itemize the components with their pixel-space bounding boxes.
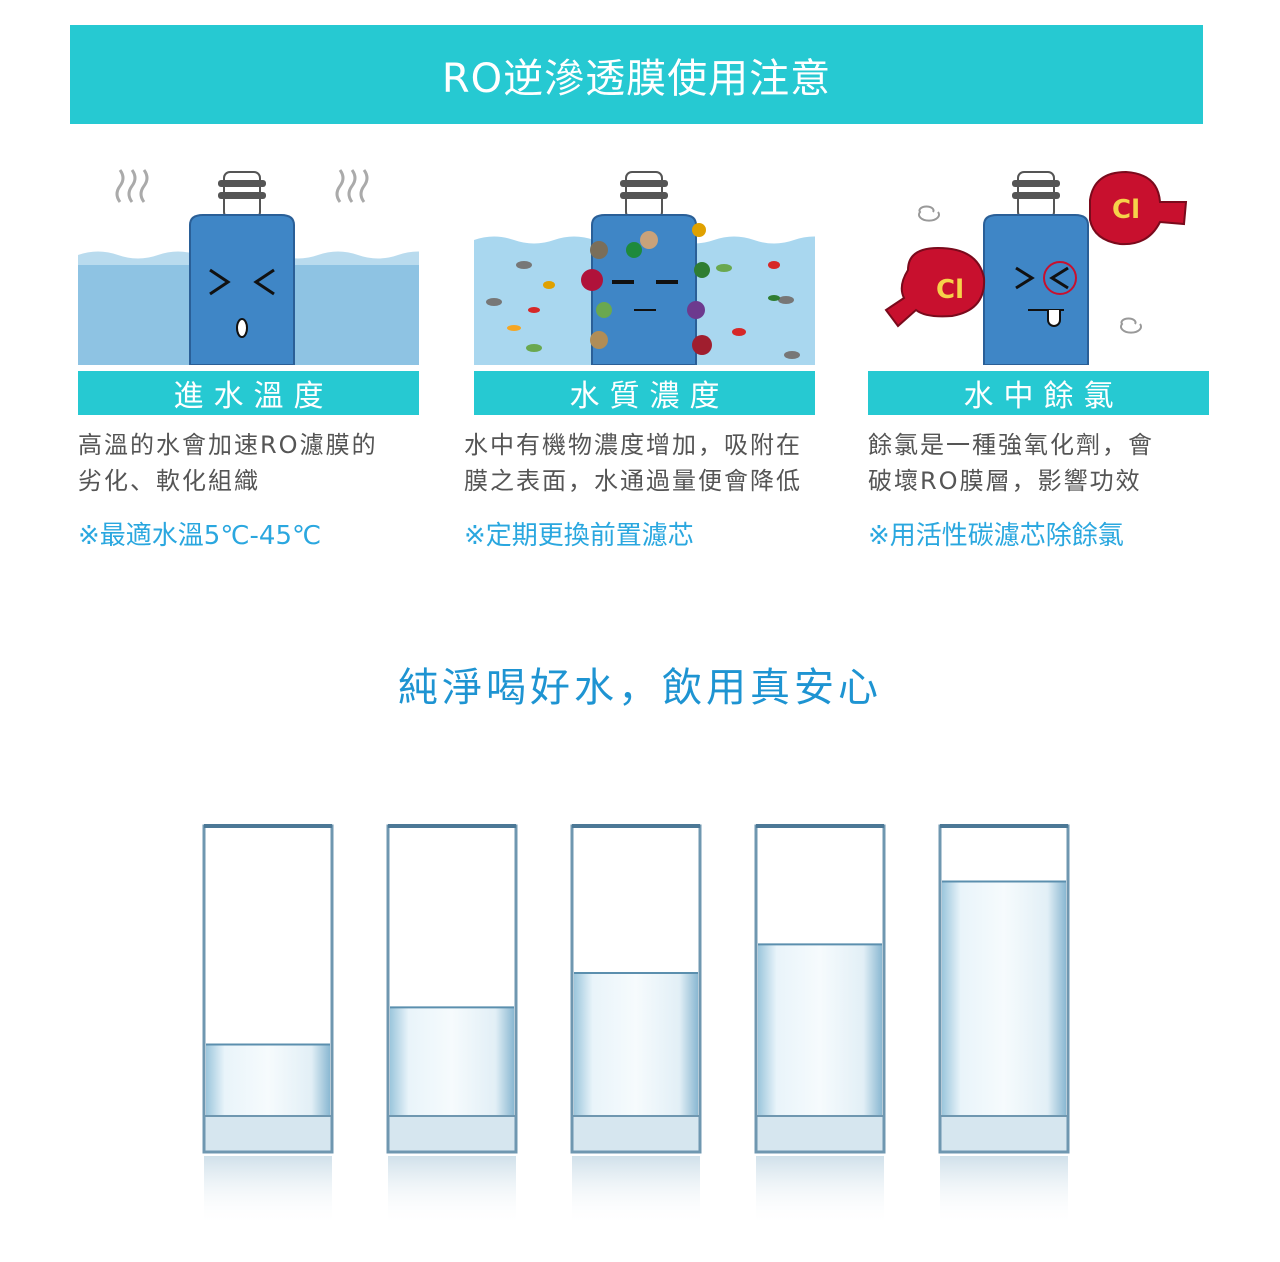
section-tip: ※用活性碳濾芯除餘氯 bbox=[868, 521, 1124, 551]
water-fill bbox=[206, 1044, 330, 1116]
illustration-dirty-water bbox=[474, 150, 815, 365]
filter-cartridge-icon bbox=[591, 171, 697, 365]
water-fill bbox=[390, 1007, 514, 1116]
section-caption: 進水溫度 bbox=[173, 379, 334, 414]
water-glass bbox=[938, 824, 1070, 1226]
section-caption: 水中餘氯 bbox=[963, 379, 1124, 414]
section-description: 高溫的水會加速RO濾膜的 劣化、軟化組織 bbox=[78, 431, 378, 495]
water-glass bbox=[202, 824, 334, 1226]
section-caption: 水質濃度 bbox=[569, 379, 730, 414]
caption-bar: 水質濃度 bbox=[474, 371, 815, 415]
water-glass bbox=[570, 824, 702, 1226]
section-water-quality: 水質濃度 水中有機物濃度增加，吸附在 膜之表面，水通過量便會降低 ※定期更換前置… bbox=[464, 150, 819, 552]
filter-cartridge-icon bbox=[983, 171, 1089, 365]
glass-reflection bbox=[572, 1156, 700, 1226]
glass-reflection bbox=[756, 1156, 884, 1226]
steam-icon bbox=[115, 169, 369, 203]
swirl-icon bbox=[918, 205, 1142, 334]
svg-text:Cl: Cl bbox=[1112, 195, 1140, 225]
glass-reflection bbox=[388, 1156, 516, 1226]
water-glass bbox=[754, 824, 886, 1226]
section-temperature: 進水溫度 高溫的水會加速RO濾膜的 劣化、軟化組織 ※最適水溫5℃-45℃ bbox=[78, 150, 423, 552]
illustration-hot-water bbox=[78, 150, 419, 365]
water-fill bbox=[758, 944, 882, 1116]
page-title: RO逆滲透膜使用注意 bbox=[441, 55, 832, 102]
section-residual-chlorine: Cl Cl 水中餘氯 餘氯是一種強氧化劑，會 破壞RO膜層，影響功效 ※用活性碳… bbox=[868, 150, 1213, 552]
particles-icon bbox=[486, 223, 800, 359]
slogan: 純淨喝好水，飲用真安心 bbox=[398, 665, 882, 711]
svg-text:Cl: Cl bbox=[936, 275, 964, 305]
section-description: 水中有機物濃度增加，吸附在 膜之表面，水通過量便會降低 bbox=[464, 431, 802, 495]
section-description: 餘氯是一種強氧化劑，會 破壞RO膜層，影響功效 bbox=[868, 431, 1154, 495]
water-glass bbox=[386, 824, 518, 1226]
water-glasses bbox=[150, 800, 1130, 1240]
section-tip: ※定期更換前置濾芯 bbox=[464, 521, 694, 551]
boxing-glove-right-icon: Cl bbox=[1089, 170, 1188, 246]
glass-reflection bbox=[940, 1156, 1068, 1226]
caption-bar: 水中餘氯 bbox=[868, 371, 1209, 415]
water-fill bbox=[574, 973, 698, 1116]
boxing-glove-left-icon: Cl bbox=[884, 246, 986, 328]
section-tip: ※最適水溫5℃-45℃ bbox=[78, 521, 322, 551]
illustration-chlorine-attack: Cl Cl bbox=[868, 150, 1209, 365]
caption-bar: 進水溫度 bbox=[78, 371, 419, 415]
glass-reflection bbox=[204, 1156, 332, 1226]
water-fill bbox=[942, 881, 1066, 1116]
title-banner: RO逆滲透膜使用注意 bbox=[70, 25, 1203, 124]
filter-cartridge-icon bbox=[189, 171, 295, 365]
